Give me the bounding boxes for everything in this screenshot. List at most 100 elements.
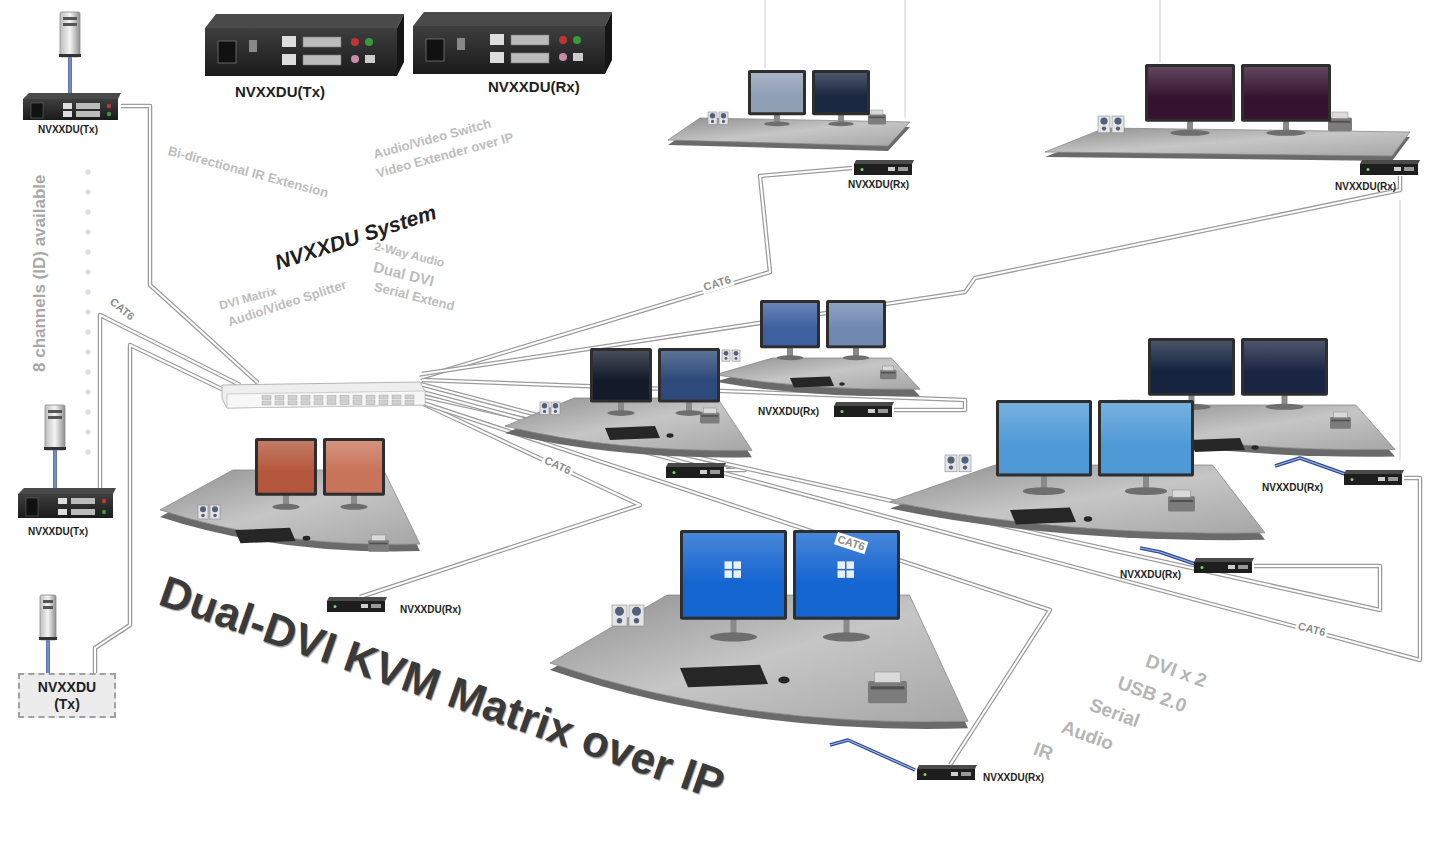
device-label: NVXXDU(Rx)	[758, 406, 819, 418]
rx-front	[834, 406, 892, 417]
computer-tower	[39, 595, 57, 640]
speaker-cone	[711, 120, 714, 123]
switch-port	[327, 395, 336, 399]
workstation	[160, 438, 420, 552]
audio-jack	[365, 38, 373, 46]
windows-logo	[725, 570, 732, 577]
power-switch	[457, 38, 465, 50]
screen-sheen	[593, 351, 649, 380]
screen-sheen	[258, 441, 314, 472]
monitor-frame	[1145, 64, 1235, 122]
rj45-port	[490, 52, 504, 63]
workstation	[505, 348, 752, 458]
usb-port	[365, 55, 375, 63]
device-name: NVXXDU(Rx)	[758, 406, 819, 418]
product-top	[413, 12, 612, 26]
speaker-cone	[543, 410, 546, 413]
channel-dots	[85, 169, 90, 454]
monitor-base	[777, 355, 803, 360]
switch-port	[340, 401, 349, 405]
feature-text: Bi-directional IR Extension	[166, 144, 330, 201]
blue-cable-inner	[1140, 548, 1195, 564]
channel-dot	[85, 169, 90, 174]
monitor-base	[675, 410, 702, 416]
audio-jack	[351, 55, 359, 63]
monitor-base	[710, 632, 757, 641]
rx-port	[700, 470, 707, 474]
tower-case	[45, 405, 65, 450]
product-unit	[413, 12, 612, 74]
rj45-port	[490, 34, 504, 45]
monitor-base	[823, 632, 870, 641]
monitor-frame	[680, 530, 787, 620]
rx-led	[861, 168, 864, 171]
device-label: NVXXDU(Rx)	[488, 78, 580, 95]
cable-label: CAT6	[541, 453, 575, 478]
channel-dot	[85, 389, 90, 394]
blue-cable-outer	[1140, 548, 1195, 564]
speaker	[732, 350, 740, 361]
monitor-screen	[326, 441, 382, 493]
monitor-base	[340, 504, 367, 510]
switch-port	[275, 401, 284, 405]
rx-front	[854, 164, 912, 175]
audio-jack	[559, 36, 567, 44]
speaker	[551, 402, 560, 415]
tower-bay	[48, 410, 62, 413]
channel-dot	[85, 229, 90, 234]
transmitter-box: NVXXDU (Tx)	[18, 673, 116, 718]
usb-port	[573, 53, 583, 61]
screen-sheen	[683, 533, 784, 583]
switch-port	[275, 395, 284, 399]
printer-slot	[701, 415, 718, 417]
tower-bay	[43, 600, 53, 603]
cat6-cable-outer	[121, 106, 258, 383]
rx-port	[878, 409, 888, 413]
mouse	[667, 433, 674, 438]
tx-socket	[26, 498, 38, 516]
windows-logo	[838, 561, 845, 568]
cat6-cable-inner	[422, 176, 1400, 374]
monitor-screen	[1244, 67, 1328, 119]
rx-port	[961, 772, 971, 776]
printer-slot	[881, 372, 895, 373]
tx-port	[63, 103, 72, 109]
diagram-title: Dual-DVI KVM Matrix over IP	[153, 566, 730, 810]
mouse	[1252, 445, 1259, 450]
speaker-cone	[725, 357, 728, 360]
channel-dot	[85, 289, 90, 294]
switch-port	[379, 395, 388, 399]
dvi-port	[303, 37, 341, 47]
cable-label: CAT6	[1295, 619, 1329, 639]
screen-sheen	[815, 73, 867, 97]
switch-port	[353, 401, 362, 405]
device-label: NVXXDU(Tx)	[235, 83, 325, 100]
screen-sheen	[326, 441, 382, 472]
cat6-cable-outer	[422, 176, 1400, 374]
speaker	[198, 505, 208, 519]
speaker-cone	[554, 410, 557, 413]
computer-tower	[59, 12, 81, 57]
tx-top	[23, 93, 121, 99]
screen-sheen	[829, 303, 883, 328]
product-front	[205, 28, 397, 76]
rx-led	[673, 471, 676, 474]
rx-top	[834, 402, 894, 406]
monitor-frame	[748, 70, 806, 115]
monitor-frame	[658, 348, 720, 403]
tower-case	[60, 12, 80, 57]
rx-led	[924, 773, 927, 776]
rx-top	[666, 463, 726, 467]
rx-led	[841, 410, 844, 413]
cat6-cable-outer	[100, 315, 240, 488]
cable-label: CAT6	[106, 294, 139, 324]
printer-paper	[1173, 490, 1191, 497]
switch-port	[262, 396, 271, 400]
rx-port	[1388, 477, 1398, 481]
monitor-screen	[999, 403, 1089, 473]
rx-top	[1194, 558, 1254, 562]
rx-led	[1201, 566, 1204, 569]
speaker-cone	[1114, 117, 1121, 124]
power-socket	[218, 41, 236, 63]
